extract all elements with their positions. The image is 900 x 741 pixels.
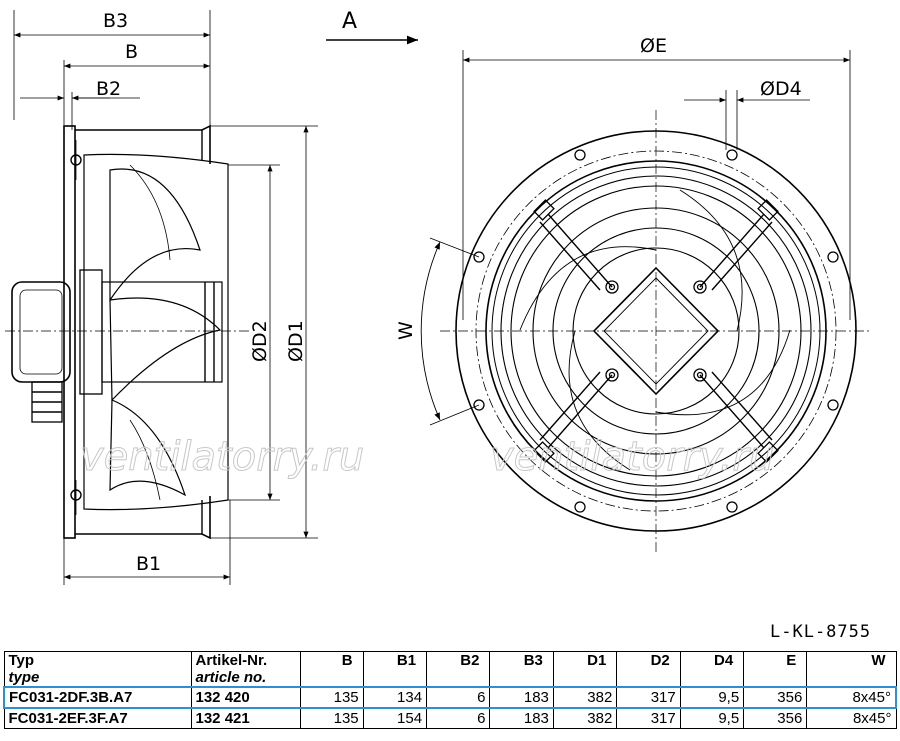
header-main: Typ	[8, 652, 35, 669]
table-cell: 135	[299, 707, 364, 729]
label-view-a: A	[342, 9, 357, 34]
label-b: B	[125, 41, 138, 63]
table-cell: 356	[743, 707, 808, 729]
table-cell: FC031-2EF.3F.A7	[3, 707, 192, 729]
table-cell: 9,5	[679, 707, 745, 729]
table-cell: 132 420	[190, 686, 301, 709]
table-header-cell: E	[743, 651, 808, 688]
header-main: W	[871, 652, 886, 669]
table-cell: 183	[489, 686, 554, 709]
table-cell: 317	[616, 686, 681, 709]
fan-dimension-drawing: B3 B B2 B1 ØD2 ØD1 A	[5, 9, 872, 585]
header-main: B2	[460, 652, 480, 669]
label-b3: B3	[103, 10, 128, 32]
front-view	[420, 50, 872, 552]
table-cell: 154	[362, 707, 428, 729]
table-cell: 382	[552, 686, 618, 709]
table-header-cell: B1	[362, 651, 428, 688]
header-main: D1	[587, 652, 607, 669]
table-header-cell: Artikel-Nr.article no.	[190, 651, 301, 688]
label-w: W	[395, 321, 417, 340]
header-main: Artikel-Nr.	[195, 652, 268, 669]
table-cell: 135	[299, 686, 364, 709]
table-cell: 132 421	[190, 707, 301, 729]
table-header-cell: B	[299, 651, 364, 688]
label-d2: ØD2	[249, 320, 271, 362]
header-main: D2	[650, 652, 670, 669]
header-sub: type	[8, 669, 40, 686]
header-main: B	[341, 652, 353, 669]
label-d4: ØD4	[760, 78, 802, 100]
header-main: B1	[396, 652, 417, 669]
label-b2: B2	[96, 78, 121, 100]
table-cell: 6	[426, 707, 491, 729]
watermark-right: ventilatorry.ru	[490, 434, 774, 480]
header-sub: article no.	[195, 669, 267, 686]
table-header-cell: W	[806, 651, 897, 688]
table-header-cell: D4	[679, 651, 745, 688]
table-cell: 183	[489, 707, 554, 729]
label-b1: B1	[136, 553, 161, 575]
table-header-cell: B2	[426, 651, 491, 688]
side-view	[5, 10, 318, 585]
table-cell: 134	[362, 686, 428, 709]
table-cell: 382	[552, 707, 618, 729]
watermark-left: ventilatorry.ru	[80, 434, 364, 480]
label-d1: ØD1	[285, 320, 307, 362]
drawing-code: L-KL-8755	[770, 622, 872, 642]
table-header-cell: D2	[616, 651, 681, 688]
table-cell: FC031-2DF.3B.A7	[3, 686, 192, 709]
label-e: ØE	[640, 35, 667, 57]
header-main: E	[786, 652, 797, 669]
table-cell: 6	[426, 686, 491, 709]
table-cell: 356	[743, 686, 808, 709]
header-main: D4	[713, 652, 734, 669]
table-header-cell: B3	[489, 651, 554, 688]
table-cell: 8x45°	[806, 707, 897, 729]
table-cell: 317	[616, 707, 681, 729]
table-cell: 9,5	[679, 686, 745, 709]
header-main: B3	[523, 652, 543, 669]
table-header-cell: D1	[552, 651, 618, 688]
table-cell: 8x45°	[806, 686, 898, 709]
